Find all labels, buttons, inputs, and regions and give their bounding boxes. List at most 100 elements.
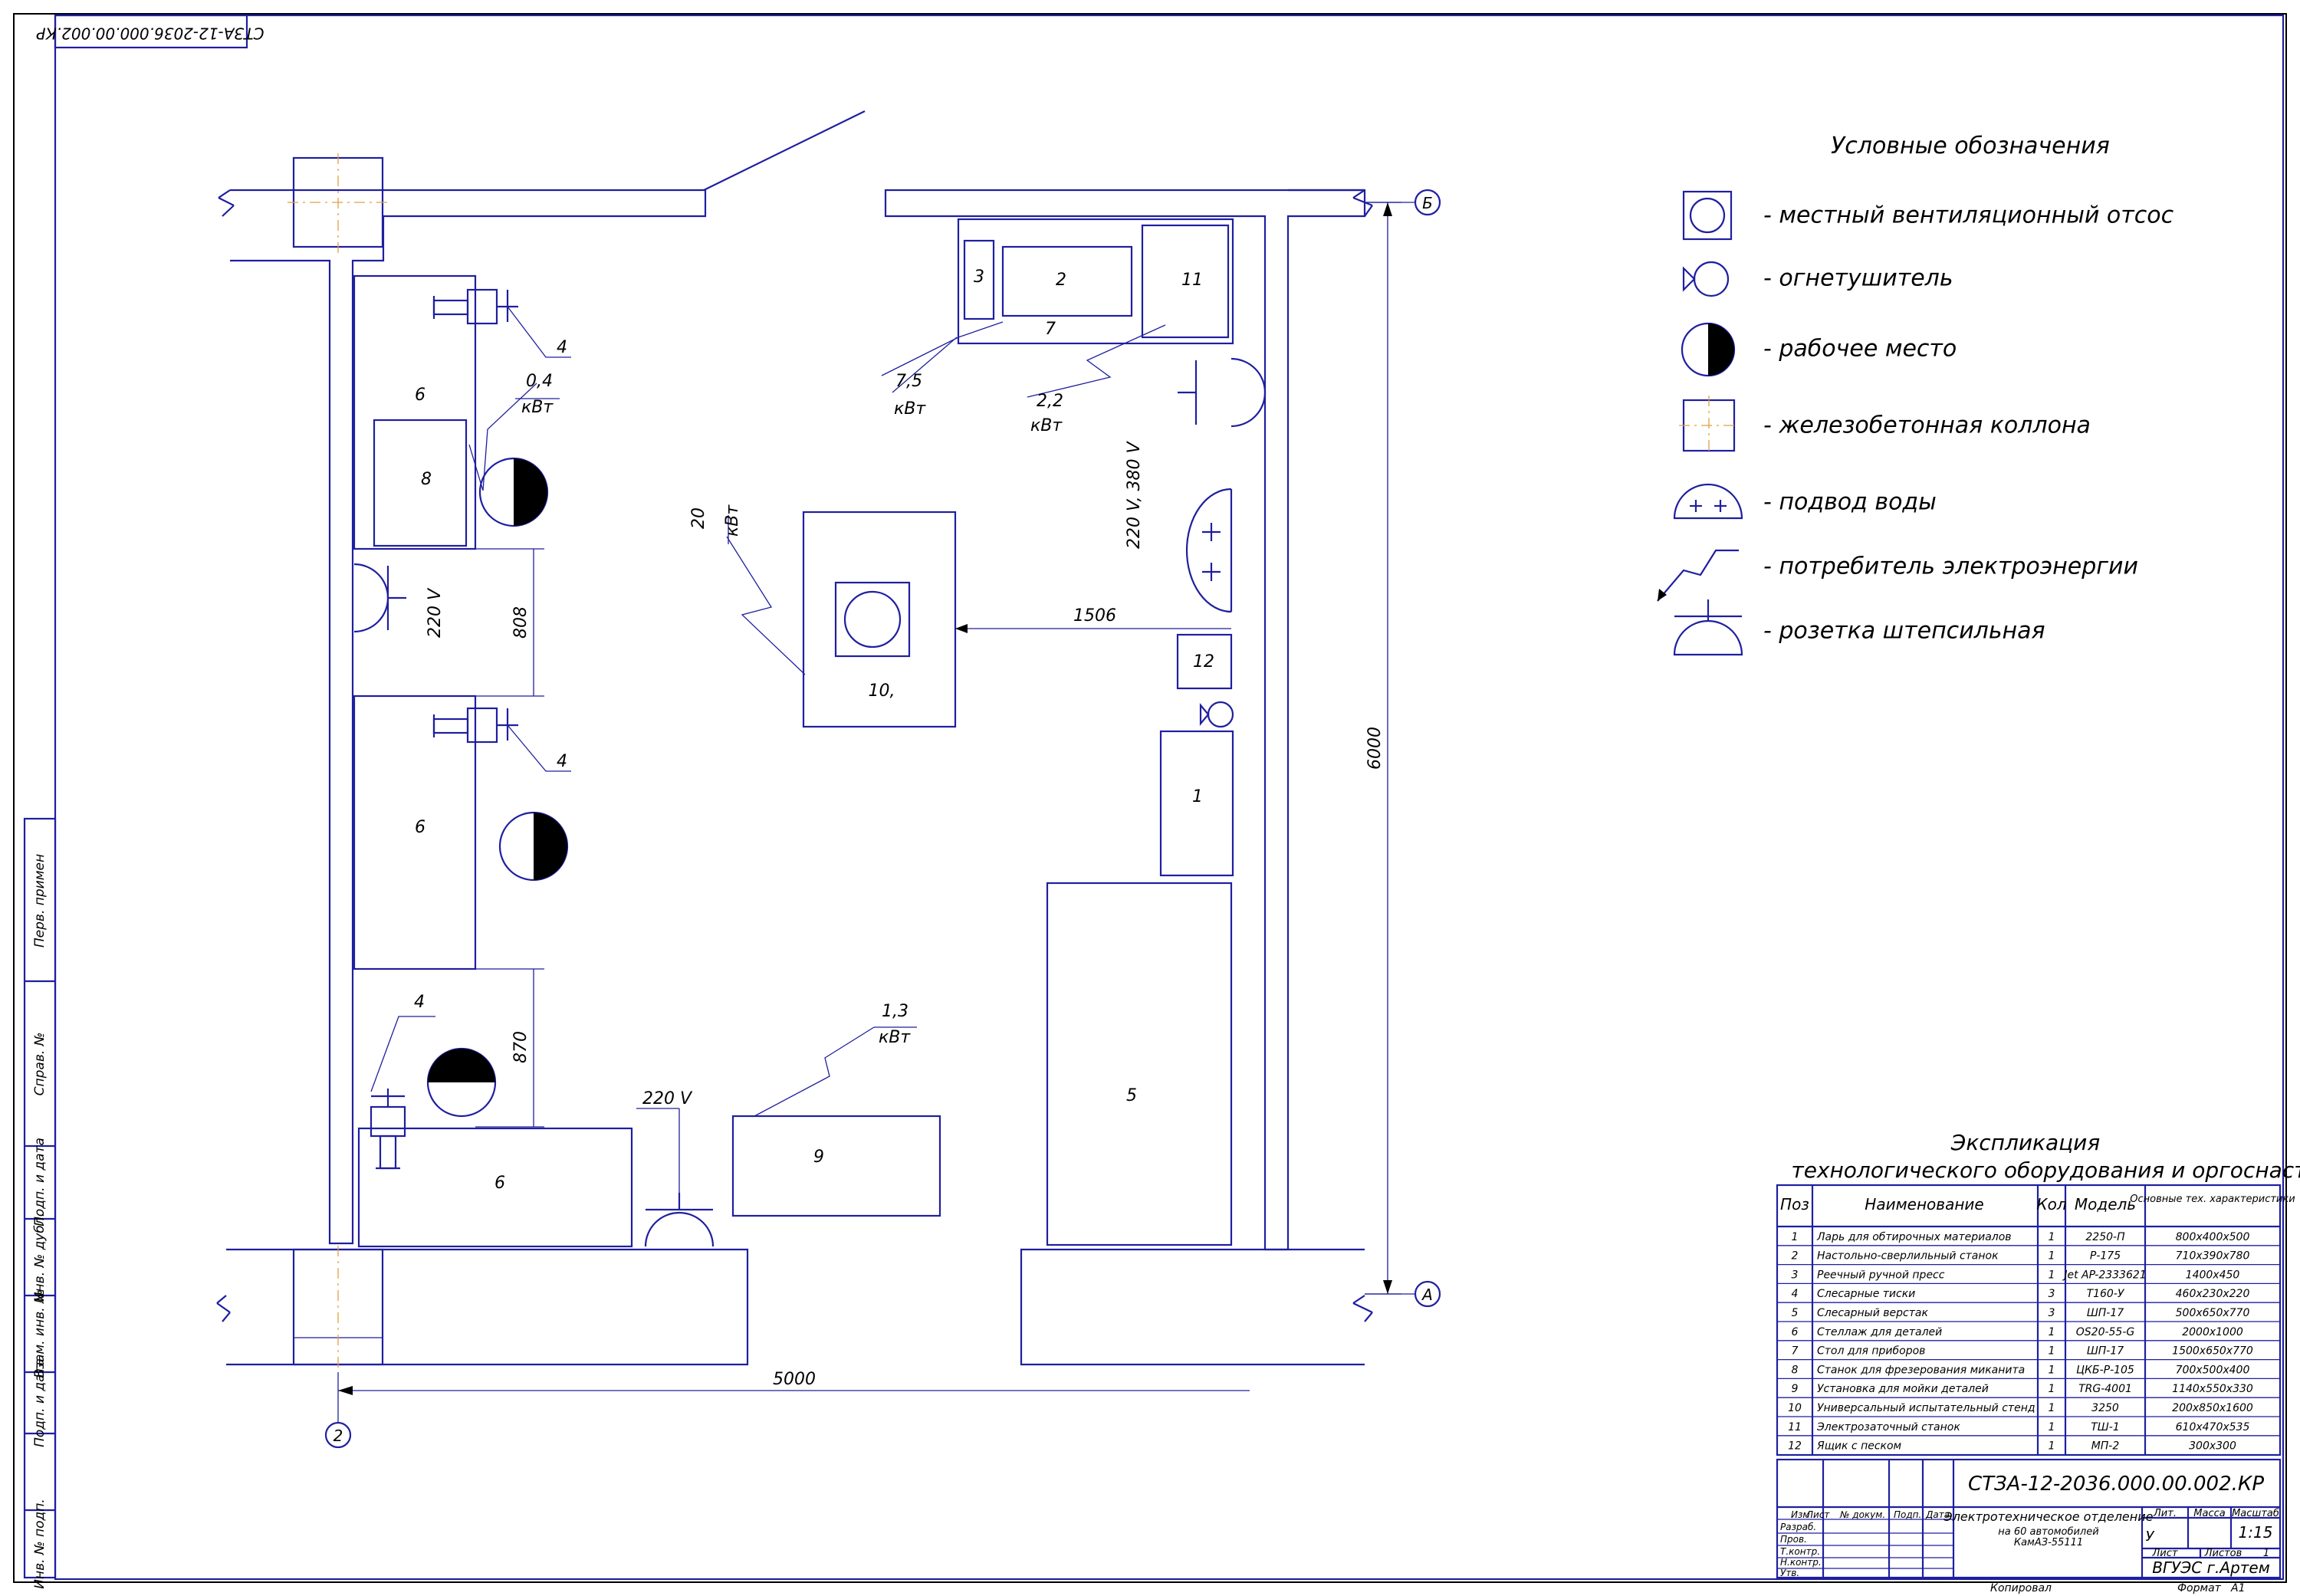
row-name: Ящик с песком bbox=[1816, 1440, 1902, 1453]
dimension-870: 870 bbox=[475, 968, 544, 1128]
ventilation-icon bbox=[834, 581, 911, 658]
dimension-808: 808 bbox=[475, 548, 544, 697]
strip-label: Инв. № дубл. bbox=[32, 1213, 48, 1302]
row-pos: 8 bbox=[1792, 1364, 1799, 1376]
row-pos: 5 bbox=[1792, 1307, 1799, 1319]
row-model: ОS20-55-G bbox=[2076, 1326, 2135, 1338]
sand-box-12 bbox=[1176, 633, 1233, 690]
legend: Условные обозначения - местный вентиляци… bbox=[1657, 133, 2174, 656]
equipment-2 bbox=[1001, 245, 1133, 317]
row-qty: 3 bbox=[2049, 1307, 2055, 1319]
socket-icon bbox=[644, 1193, 715, 1247]
label-10: 10, bbox=[869, 681, 895, 701]
tb-label: Дата bbox=[1925, 1509, 1950, 1520]
row-spec: 500х650х770 bbox=[2176, 1307, 2250, 1319]
row-pos: 9 bbox=[1792, 1383, 1799, 1395]
axis-2: 2 bbox=[334, 1427, 343, 1445]
tb-label: Н.контр. bbox=[1780, 1557, 1822, 1568]
extinguisher-icon bbox=[1199, 701, 1234, 728]
bin-1 bbox=[1159, 730, 1234, 877]
row-name: Слесарный верстак bbox=[1817, 1307, 1928, 1319]
label-8: 8 bbox=[421, 470, 432, 489]
power-consumer-icon bbox=[1027, 324, 1166, 398]
row-name: Слесарные тиски bbox=[1817, 1288, 1915, 1300]
axis-a: А bbox=[1421, 1286, 1433, 1304]
power-unit: кВт bbox=[894, 399, 926, 419]
label-4: 4 bbox=[414, 993, 425, 1012]
row-spec: 200х850х1600 bbox=[2172, 1402, 2253, 1414]
row-qty: 1 bbox=[2049, 1402, 2055, 1414]
water-supply-icon bbox=[1185, 488, 1233, 613]
workbench-5 bbox=[1046, 882, 1233, 1246]
tb-label: Изм bbox=[1791, 1509, 1809, 1520]
dim-5000: 5000 bbox=[773, 1370, 816, 1389]
legend-item: - местный вентиляционный отсос bbox=[1763, 202, 2174, 229]
vise-icon bbox=[432, 288, 518, 325]
sheets-count: 1 bbox=[2263, 1548, 2269, 1559]
workplace-icon bbox=[1681, 322, 1736, 377]
explication-title: Экспликация bbox=[1950, 1130, 2100, 1155]
axis-b: Б bbox=[1422, 194, 1433, 212]
doc-name: КамАЗ-55111 bbox=[2014, 1537, 2083, 1548]
legend-item: - подвод воды bbox=[1763, 489, 1937, 516]
row-model: ЦКБ-Р-105 bbox=[2076, 1364, 2134, 1376]
power-unit: кВт bbox=[1030, 416, 1063, 435]
row-spec: 1400х450 bbox=[2186, 1269, 2240, 1281]
row-pos: 11 bbox=[1788, 1421, 1802, 1433]
axis-marker bbox=[1414, 1280, 1441, 1308]
label-6: 6 bbox=[495, 1174, 505, 1193]
wall-bottom-left bbox=[226, 1248, 749, 1366]
row-pos: 3 bbox=[1792, 1269, 1799, 1281]
format-value: А1 bbox=[2230, 1582, 2245, 1594]
strip-label: Инв. № подп. bbox=[32, 1499, 48, 1589]
legend-item: - потребитель электроэнергии bbox=[1763, 553, 2138, 580]
doc-name: Электротехническое отделение bbox=[1944, 1509, 2154, 1524]
tb-label: Листов bbox=[2204, 1548, 2242, 1559]
row-qty: 1 bbox=[2049, 1364, 2055, 1376]
row-name: Ларь для обтирочных материалов bbox=[1816, 1231, 2012, 1243]
label-7: 7 bbox=[1045, 320, 1056, 339]
label-6: 6 bbox=[415, 818, 426, 837]
column-icon bbox=[1679, 396, 1739, 455]
socket-icon bbox=[1673, 599, 1743, 656]
strip-label: Перв. примен bbox=[32, 854, 48, 947]
equipment-3 bbox=[963, 239, 995, 320]
shelf-6 bbox=[357, 1127, 633, 1248]
organization: ВГУЭС г.Артем bbox=[2152, 1558, 2270, 1577]
tb-label: Масса bbox=[2193, 1508, 2225, 1519]
row-model: 2250-П bbox=[2085, 1231, 2125, 1243]
row-pos: 1 bbox=[1792, 1231, 1799, 1243]
row-pos: 6 bbox=[1792, 1326, 1799, 1338]
row-name: Станок для фрезерования миканита bbox=[1817, 1364, 2025, 1376]
explication-subtitle: технологического оборудования и оргоснас… bbox=[1791, 1158, 2300, 1183]
strip-label: Взам. инв. № bbox=[32, 1289, 48, 1378]
wall-top-left bbox=[230, 189, 707, 1245]
dimension-6000: 6000 bbox=[1365, 202, 1401, 1295]
row-name: Установка для мойки деталей bbox=[1817, 1383, 1989, 1395]
row-spec: 1500х650х770 bbox=[2172, 1345, 2253, 1358]
row-model: ТШ-1 bbox=[2091, 1421, 2119, 1433]
row-model: Jet AP-2333621 bbox=[2062, 1269, 2146, 1281]
dimension-5000: 5000 bbox=[337, 1370, 1250, 1403]
col-header: Наименование bbox=[1865, 1195, 1983, 1213]
tb-label: Лит. bbox=[2153, 1508, 2177, 1519]
socket-icon bbox=[1178, 357, 1267, 428]
left-strip: Перв. примен Справ. № Подп. и дата Инв. … bbox=[23, 817, 57, 1589]
row-model: ШП-17 bbox=[2087, 1345, 2124, 1358]
voltage-label: 220 V bbox=[642, 1089, 693, 1108]
row-spec: 300х300 bbox=[2189, 1440, 2236, 1453]
floor-plan: 3 2 11 7 6 8 6 6 4 4 4 bbox=[216, 110, 1441, 1449]
row-qty: 1 bbox=[2049, 1269, 2055, 1281]
tb-label: Копировал bbox=[1990, 1582, 2052, 1594]
row-name: Стол для приборов bbox=[1817, 1345, 1925, 1358]
voltage-label: 220 V bbox=[426, 587, 445, 638]
row-spec: 800х400х500 bbox=[2176, 1231, 2250, 1243]
power-unit: кВт bbox=[879, 1028, 911, 1047]
col-header: Кол bbox=[2036, 1195, 2066, 1213]
ventilation-icon bbox=[1682, 190, 1733, 241]
row-qty: 1 bbox=[2049, 1326, 2055, 1338]
row-qty: 1 bbox=[2049, 1421, 2055, 1433]
row-model: Р-175 bbox=[2090, 1250, 2121, 1263]
shelf-6 bbox=[353, 274, 477, 550]
